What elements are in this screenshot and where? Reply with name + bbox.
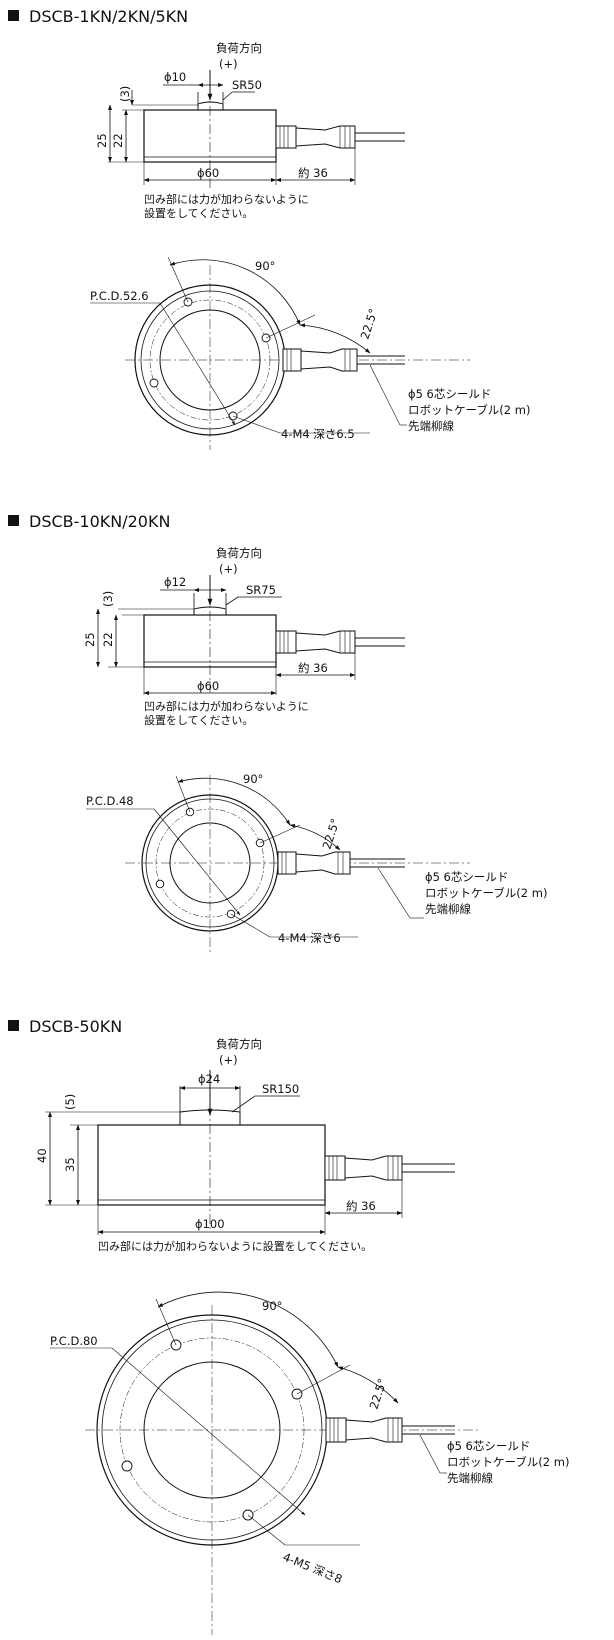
pcd-label: P.C.D.48 <box>86 794 134 808</box>
angle-90-label: 90° <box>255 259 275 273</box>
diameter-label: ϕ100 <box>195 1217 225 1231</box>
load-plus-label: (+) <box>219 57 238 71</box>
cable-connector <box>275 630 405 654</box>
section-title-text: DSCB-50KN <box>29 1017 123 1036</box>
cable-angle-label: 22.5° <box>320 817 343 851</box>
load-direction-label: 負荷方向 <box>216 546 262 560</box>
cable-connector <box>275 125 405 149</box>
note-line-1: 凹み部には力が加わらないように <box>144 699 309 713</box>
section-title-text: DSCB-1KN/2KN/5KN <box>29 7 189 26</box>
top-view-50kn: 90° P.C.D.80 22.5° 4-M5 深さ8 ϕ5 6芯シールド ロボ… <box>50 1291 569 1635</box>
button-dia-label: ϕ24 <box>198 1072 220 1086</box>
cable-spec-line-1: ϕ5 6芯シールド <box>408 387 491 401</box>
cable-spec-line-2: ロボットケーブル(2 m) <box>425 886 547 900</box>
recess-label: (5) <box>63 1094 77 1110</box>
diameter-label: ϕ60 <box>197 166 219 180</box>
button-dia-label: ϕ10 <box>164 70 186 84</box>
sr-label: SR75 <box>246 583 276 597</box>
cable-spec-line-2: ロボットケーブル(2 m) <box>447 1455 569 1469</box>
cable-spec-line-3: 先端柳線 <box>408 419 454 433</box>
sr-label: SR150 <box>262 1082 299 1096</box>
holes-label: 4-M5 深さ8 <box>281 1550 344 1586</box>
section-title-50kn: DSCB-50KN <box>8 1017 122 1036</box>
height-total-label: 25 <box>95 133 109 148</box>
note-line-1: 凹み部には力が加わらないように設置をしてください。 <box>98 1239 372 1253</box>
cable-spec-line-2: ロボットケーブル(2 m) <box>408 403 530 417</box>
cable-connector-top <box>282 348 405 372</box>
side-view-1kn: 負荷方向 (+) ϕ10 SR50 25 22 (3) ϕ60 約 36 凹み部… <box>95 41 405 206</box>
sr-label: SR50 <box>232 78 262 92</box>
cable-connector <box>324 1155 455 1181</box>
button-outline <box>197 101 224 110</box>
load-plus-label: (+) <box>219 562 238 576</box>
height-body-label: 22 <box>111 133 125 148</box>
cable-connector-top <box>325 1417 455 1443</box>
top-view-1kn: 90° P.C.D.52.6 22.5° 4-M4 深さ6.5 ϕ5 6芯シール… <box>90 256 530 450</box>
square-bullet-icon <box>8 1020 19 1031</box>
cable-connector-top <box>277 851 405 875</box>
height-body-label: 22 <box>101 632 115 647</box>
holes-label: 4-M4 深さ6 <box>278 931 341 945</box>
note-line-2: 設置をしてください。 <box>144 207 254 220</box>
load-direction-label: 負荷方向 <box>216 1037 262 1051</box>
pcd-label: P.C.D.80 <box>50 1334 98 1348</box>
side-view-50kn: 負荷方向 (+) ϕ24 SR150 40 35 (5) ϕ100 約 36 凹… <box>35 1037 455 1253</box>
height-total-label: 40 <box>35 1148 49 1163</box>
diameter-label: ϕ60 <box>197 679 219 693</box>
note-line-1: 凹み部には力が加わらないように <box>144 192 309 206</box>
cable-angle-label: 22.5° <box>358 307 381 341</box>
angle-90-label: 90° <box>262 1299 282 1313</box>
cable-spec-line-1: ϕ5 6芯シールド <box>425 870 508 884</box>
square-bullet-icon <box>8 515 19 526</box>
cable-spec-line-3: 先端柳線 <box>425 902 471 916</box>
top-view-10kn: 90° P.C.D.48 22.5° 4-M4 深さ6 ϕ5 6芯シールド ロボ… <box>86 772 547 955</box>
recess-label: (3) <box>101 591 115 607</box>
cable-length-label: 約 36 <box>298 661 328 675</box>
height-total-label: 25 <box>83 632 97 647</box>
cable-length-label: 約 36 <box>346 1199 376 1213</box>
cable-spec-line-3: 先端柳線 <box>447 1471 493 1485</box>
button-dia-label: ϕ12 <box>164 575 186 589</box>
square-bullet-icon <box>8 10 19 21</box>
side-view-10kn: 負荷方向 (+) ϕ12 SR75 25 22 (3) ϕ60 約 36 凹み部… <box>83 546 405 713</box>
load-direction-label: 負荷方向 <box>216 41 262 55</box>
section-title-10kn: DSCB-10KN/20KN <box>8 512 170 531</box>
cable-angle-label: 22.5° <box>367 1377 390 1411</box>
load-plus-label: (+) <box>219 1053 238 1067</box>
cable-spec-line-1: ϕ5 6芯シールド <box>447 1439 530 1453</box>
angle-90-label: 90° <box>243 772 263 786</box>
recess-label: (3) <box>118 86 132 102</box>
section-title-text: DSCB-10KN/20KN <box>29 512 171 531</box>
height-body-label: 35 <box>63 1157 77 1172</box>
cable-length-label: 約 36 <box>298 166 328 180</box>
pcd-label: P.C.D.52.6 <box>90 289 149 303</box>
holes-label: 4-M4 深さ6.5 <box>281 427 355 441</box>
body-outline <box>143 109 277 163</box>
section-title-1kn: DSCB-1KN/2KN/5KN <box>8 7 188 26</box>
note-line-2: 設置をしてください。 <box>144 714 254 727</box>
